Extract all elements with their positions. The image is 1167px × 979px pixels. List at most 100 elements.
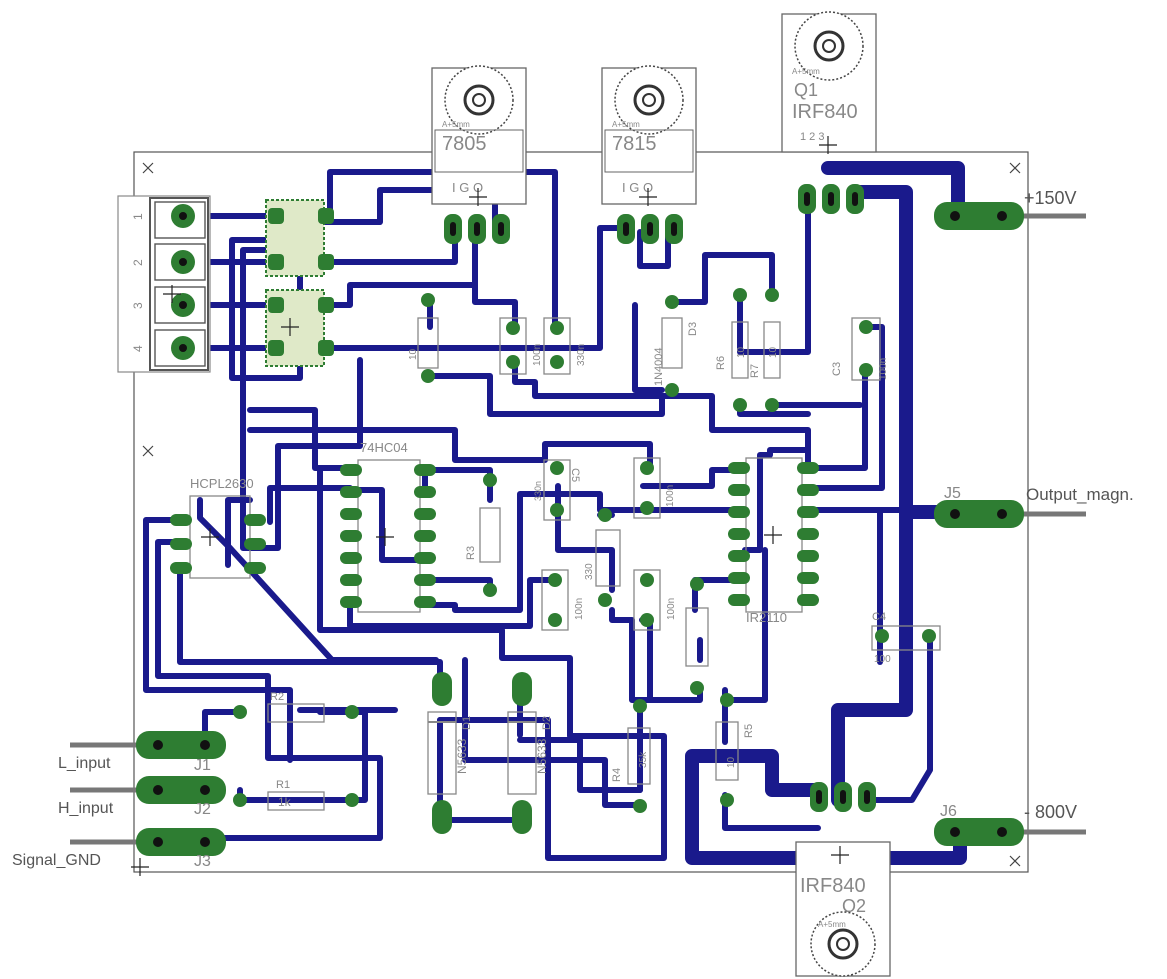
capacitor-100n-d: 100n xyxy=(633,569,677,631)
c5-ref: C5 xyxy=(569,468,581,482)
q2-value: IRF840 xyxy=(800,875,866,897)
d2-ref: D2 xyxy=(541,716,553,730)
d1-value: N5633 xyxy=(455,738,469,774)
mosfet-q2: IRF840 Q2 A+5mm xyxy=(795,782,891,977)
c5-value: 330n xyxy=(533,481,543,501)
resistor-r2: R2 xyxy=(233,691,359,723)
reg-15v-small: A+5mm xyxy=(612,120,640,129)
j1-ref: J1 xyxy=(194,757,211,774)
r2-ref: R2 xyxy=(270,691,284,703)
misc-r2-value: 330 xyxy=(584,563,595,580)
connector-j5: Output_magn. J5 xyxy=(934,485,1134,528)
capacitor-100n-c: 100n xyxy=(541,569,585,631)
d3-ref: D3 xyxy=(687,322,699,336)
resistor-r4: R4 35k xyxy=(611,699,651,813)
capacitor-c4: C4 100 xyxy=(871,611,941,665)
c4-value: 100 xyxy=(874,654,891,665)
d1-ref: D1 xyxy=(461,716,473,730)
diode-d1: D1 N5633 xyxy=(427,672,473,834)
minus800v-label: - 800V xyxy=(1024,802,1077,822)
j3-ref: J3 xyxy=(194,853,211,870)
connector-plus150v: +150V xyxy=(934,188,1086,230)
reg-15v-pins: I G O xyxy=(622,180,653,195)
r8-value: 10 xyxy=(408,348,419,360)
reg-5v-pins: I G O xyxy=(452,180,483,195)
diode-d3: D3 1N4004 xyxy=(653,295,699,397)
header-connectors xyxy=(265,199,334,367)
c100n-a-value: 100n xyxy=(532,344,543,366)
q1-small: A+5mm xyxy=(792,67,820,76)
c330n-value: 330n xyxy=(576,344,587,366)
r6-value: 10 xyxy=(736,346,747,358)
connector-j2: H_input J2 xyxy=(58,776,226,818)
capacitor-c5: C5 330n xyxy=(533,459,581,521)
ic-hcpl2630: HCPL2630 xyxy=(170,476,266,579)
plus150v-label: +150V xyxy=(1024,188,1077,208)
resistor-r1: R1 1k xyxy=(233,779,359,811)
connector-j6: - 800V J6 xyxy=(934,802,1086,846)
c4-ref: C4 xyxy=(872,611,886,623)
corner-marks xyxy=(142,162,1021,867)
q1-pins: 1 2 3 xyxy=(800,131,824,143)
diode-d2: D2 N5633 xyxy=(507,672,553,834)
reg-5v-value: 7805 xyxy=(442,133,487,155)
reg-5v-small: A+5mm xyxy=(442,120,470,129)
r3-ref: R3 xyxy=(465,546,477,560)
r7-value: 10 xyxy=(768,346,779,358)
regulator-7805: A+5mm 7805 I G O xyxy=(431,65,527,244)
c100n-d-value: 100n xyxy=(666,598,677,620)
j5-label: Output_magn. xyxy=(1026,485,1134,504)
r1-ref: R1 xyxy=(276,779,290,791)
q1-value: IRF840 xyxy=(792,101,858,123)
r7-ref: R7 xyxy=(749,364,761,378)
d3-value: 1N4004 xyxy=(653,347,665,386)
ic-74hc04: 74HC04 xyxy=(340,440,436,613)
hcpl-label: HCPL2630 xyxy=(190,476,254,491)
resistor-r6: R6 10 xyxy=(715,288,749,412)
j2-ref: J2 xyxy=(194,801,211,818)
d2-value: N5633 xyxy=(535,738,549,774)
resistor-r3: R3 xyxy=(465,473,501,597)
regulator-7815: A+5mm 7815 I G O xyxy=(601,65,697,244)
resistor-gate xyxy=(685,577,709,695)
ic-ir2110: IR2110 xyxy=(728,457,819,625)
capacitor-c3: C3 100n xyxy=(831,317,889,381)
capacitor-330n: 330n xyxy=(543,317,587,375)
r1-value: 1k xyxy=(278,795,292,809)
r4-ref: R4 xyxy=(611,768,623,782)
reg-15v-value: 7815 xyxy=(612,133,657,155)
r5-value: 10 xyxy=(726,756,737,768)
resistor-r7: R7 10 xyxy=(749,288,781,412)
terminal-pin-2: 2 xyxy=(131,259,145,266)
j3-label: Signal_GND xyxy=(12,852,101,869)
j1-label: L_input xyxy=(58,755,111,772)
q2-small: A+5mm xyxy=(818,920,846,929)
hc04-label: 74HC04 xyxy=(360,440,408,455)
resistor-misc: 330 xyxy=(584,508,621,607)
resistor-r5: R5 10 xyxy=(715,693,755,807)
c100n-c-value: 100n xyxy=(574,598,585,620)
j6-ref: J6 xyxy=(940,803,957,820)
terminal-pin-4: 4 xyxy=(131,345,145,352)
terminal-block: 1 2 3 4 xyxy=(117,195,211,373)
c3-ref: C3 xyxy=(831,362,843,376)
c3-value: 100n xyxy=(878,358,889,380)
connector-j3: Signal_GND J3 xyxy=(12,828,226,870)
connector-j1: L_input J1 xyxy=(58,731,226,774)
resistor-r8: 10 xyxy=(408,293,439,383)
capacitor-100n-b: 100n xyxy=(633,457,676,519)
capacitor-100n-a: 100n xyxy=(499,317,543,375)
r6-ref: R6 xyxy=(715,356,727,370)
c100n-b-value: 100n xyxy=(665,485,676,507)
r4-value: 35k xyxy=(638,751,649,768)
r5-ref: R5 xyxy=(743,724,755,738)
j2-label: H_input xyxy=(58,800,114,817)
j5-ref: J5 xyxy=(944,485,961,502)
mosfet-q1: A+5mm Q1 IRF840 1 2 3 xyxy=(781,11,877,214)
power-traces xyxy=(685,161,967,865)
origin-crosshairs xyxy=(131,136,849,876)
q2-ref: Q2 xyxy=(842,896,866,916)
q1-ref: Q1 xyxy=(794,80,818,100)
ir2110-label: IR2110 xyxy=(746,610,787,625)
